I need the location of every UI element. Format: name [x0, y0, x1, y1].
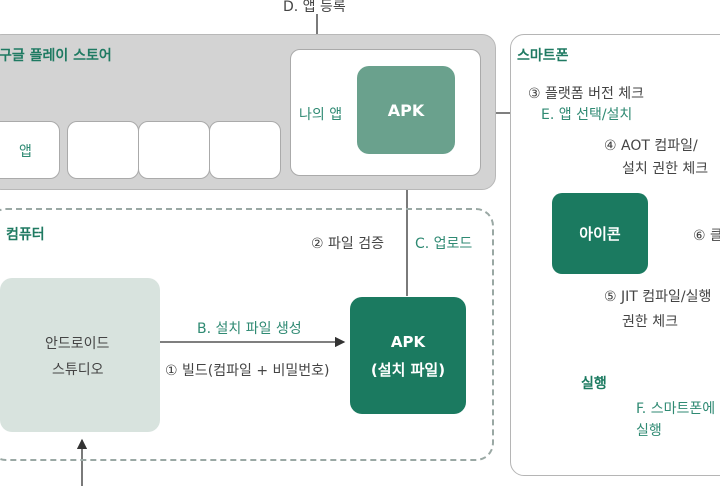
- store-empty-slot: [138, 121, 210, 179]
- store-apk-box: APK: [357, 66, 455, 154]
- installer-apk-line2: (설치 파일): [370, 361, 446, 379]
- play-store-title: 구글 플레이 스토어: [0, 48, 112, 64]
- run-label: 실행: [581, 376, 607, 392]
- click-step-label: ⑥ 클: [693, 228, 720, 244]
- build-label: ① 빌드(컴파일 + 비밀번호): [165, 363, 330, 379]
- android-studio-line2: 스튜디오: [52, 362, 104, 378]
- store-app-slot-label: 앱: [19, 144, 32, 160]
- store-apk-label: APK: [387, 100, 425, 120]
- installer-apk-line1: APK: [390, 333, 426, 351]
- file-verify-label: ② 파일 검증: [311, 236, 384, 252]
- aot-compile-label-1: ④ AOT 컴파일/: [604, 138, 698, 154]
- store-empty-slot: [209, 121, 281, 179]
- computer-panel: [0, 208, 494, 461]
- store-empty-slot: [67, 121, 139, 179]
- run-on-phone-label-2: 실행: [636, 423, 662, 439]
- app-icon-box[interactable]: 아이콘: [552, 193, 648, 274]
- select-install-label: E. 앱 선택/설치: [541, 107, 633, 123]
- android-studio-line1: 안드로이드: [45, 336, 110, 352]
- smartphone-title: 스마트폰: [517, 48, 569, 64]
- upload-label: C. 업로드: [415, 236, 473, 252]
- computer-title: 컴퓨터: [6, 227, 45, 243]
- create-installer-label: B. 설치 파일 생성: [197, 321, 302, 337]
- jit-compile-label-1: ⑤ JIT 컴파일/실행: [604, 289, 712, 305]
- app-icon-label: 아이콘: [579, 225, 621, 243]
- my-app-label: 나의 앱: [299, 107, 343, 123]
- jit-compile-label-2: 권한 체크: [622, 314, 678, 330]
- platform-check-label: ③ 플랫폼 버전 체크: [528, 86, 645, 102]
- android-studio-box: 안드로이드 스튜디오: [0, 278, 160, 432]
- run-on-phone-label-1: F. 스마트폰에: [636, 401, 716, 417]
- installer-apk-box: APK (설치 파일): [350, 297, 466, 414]
- aot-compile-label-2: 설치 권한 체크: [622, 161, 709, 177]
- store-app-slot: 앱: [0, 121, 60, 179]
- app-register-label: D. 앱 등록: [283, 0, 346, 15]
